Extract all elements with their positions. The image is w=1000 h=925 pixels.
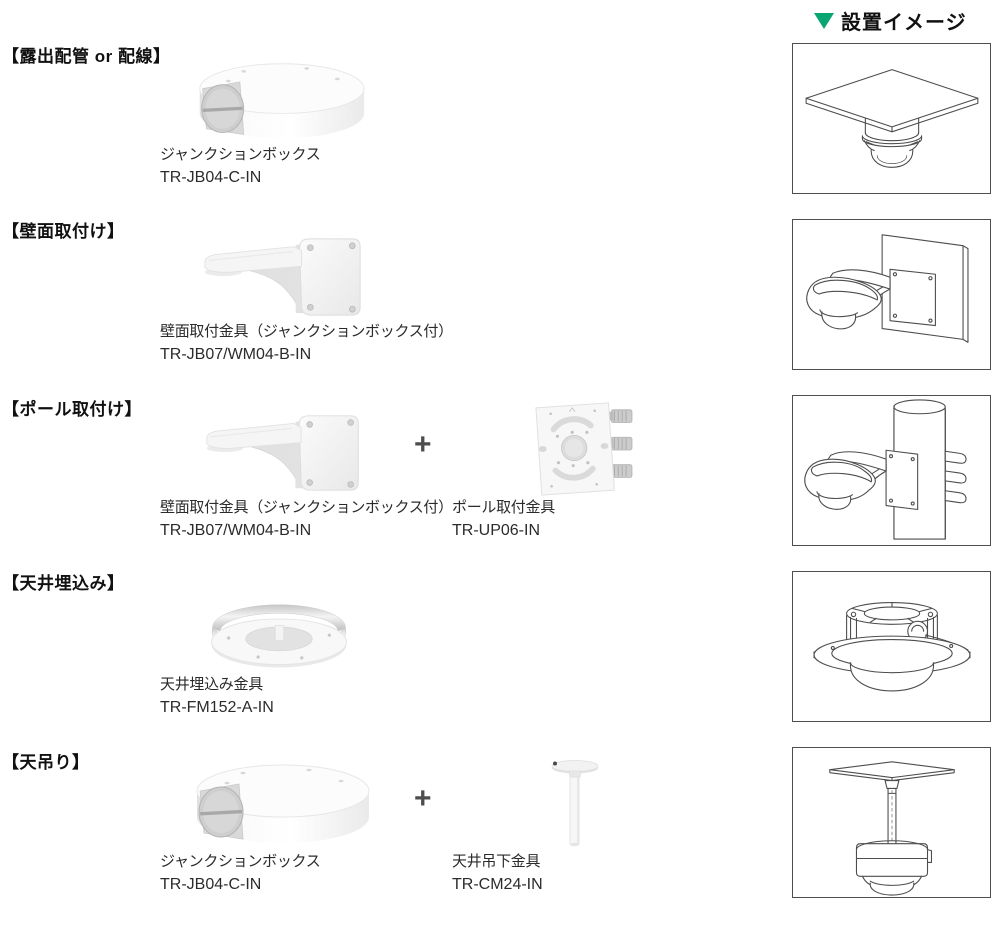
product-name: ポール取付金具 — [452, 499, 555, 516]
install-image-box — [792, 395, 991, 546]
install-image-box — [792, 571, 991, 722]
product-model: TR-JB07/WM04-B-IN — [160, 522, 312, 539]
install-image-box — [792, 747, 991, 898]
product-label: ジャンクションボックス TR-JB04-C-IN — [160, 854, 321, 893]
plus-sign: + — [414, 428, 432, 461]
product-name: 天井埋込み金具 — [160, 676, 263, 693]
pole-mount-install-drawing — [804, 399, 967, 540]
product-label: 壁面取付金具（ジャンクションボックス付） TR-JB07/WM04-B-IN — [160, 500, 453, 539]
wall-bracket-product-image — [200, 233, 366, 321]
wall-mount-install-drawing — [806, 234, 969, 343]
ceiling-pendant-install-drawing — [829, 761, 955, 896]
product-label: ジャンクションボックス TR-JB04-C-IN — [160, 147, 321, 186]
section-heading-exposed-wiring: 【露出配管 or 配線】 — [2, 47, 171, 66]
wall-bracket-product-image — [202, 410, 364, 496]
pole-mount-plate-product-image — [526, 400, 636, 498]
product-model: TR-CM24-IN — [452, 876, 543, 893]
product-model: TR-JB04-C-IN — [160, 169, 262, 186]
product-model: TR-UP06-IN — [452, 522, 541, 539]
section-heading-pole-mount: 【ポール取付け】 — [2, 400, 142, 419]
product-name: 壁面取付金具（ジャンクションボックス付） — [160, 499, 453, 516]
down-triangle-icon — [814, 12, 834, 29]
junction-box-product-image — [191, 757, 371, 852]
recessed-ring-product-image — [203, 585, 355, 670]
junction-box-product-image — [194, 55, 366, 148]
section-heading-ceiling-recessed: 【天井埋込み】 — [2, 574, 125, 593]
page-title: 設置イメージ — [814, 6, 967, 35]
product-name: 壁面取付金具（ジャンクションボックス付） — [160, 323, 453, 340]
ceiling-surface-install-drawing — [805, 69, 979, 168]
ceiling-pendant-pole-product-image — [544, 756, 600, 851]
product-name: 天井吊下金具 — [452, 853, 541, 870]
page-title-text: 設置イメージ — [841, 12, 967, 34]
section-heading-ceiling-pendant: 【天吊り】 — [2, 753, 90, 772]
product-model: TR-JB07/WM04-B-IN — [160, 346, 312, 363]
install-image-box — [792, 43, 991, 194]
product-model: TR-FM152-A-IN — [160, 699, 274, 716]
install-image-box — [792, 219, 991, 370]
ceiling-recessed-install-drawing — [813, 602, 971, 692]
section-heading-wall-mount: 【壁面取付け】 — [2, 222, 125, 241]
product-model: TR-JB04-C-IN — [160, 876, 262, 893]
product-name: ジャンクションボックス — [160, 853, 321, 870]
product-name: ジャンクションボックス — [160, 146, 321, 163]
product-label: 天井埋込み金具 TR-FM152-A-IN — [160, 677, 274, 716]
plus-sign: + — [414, 782, 432, 815]
product-label: 天井吊下金具 TR-CM24-IN — [452, 854, 543, 893]
product-label: ポール取付金具 TR-UP06-IN — [452, 500, 555, 539]
product-label: 壁面取付金具（ジャンクションボックス付） TR-JB07/WM04-B-IN — [160, 324, 453, 363]
